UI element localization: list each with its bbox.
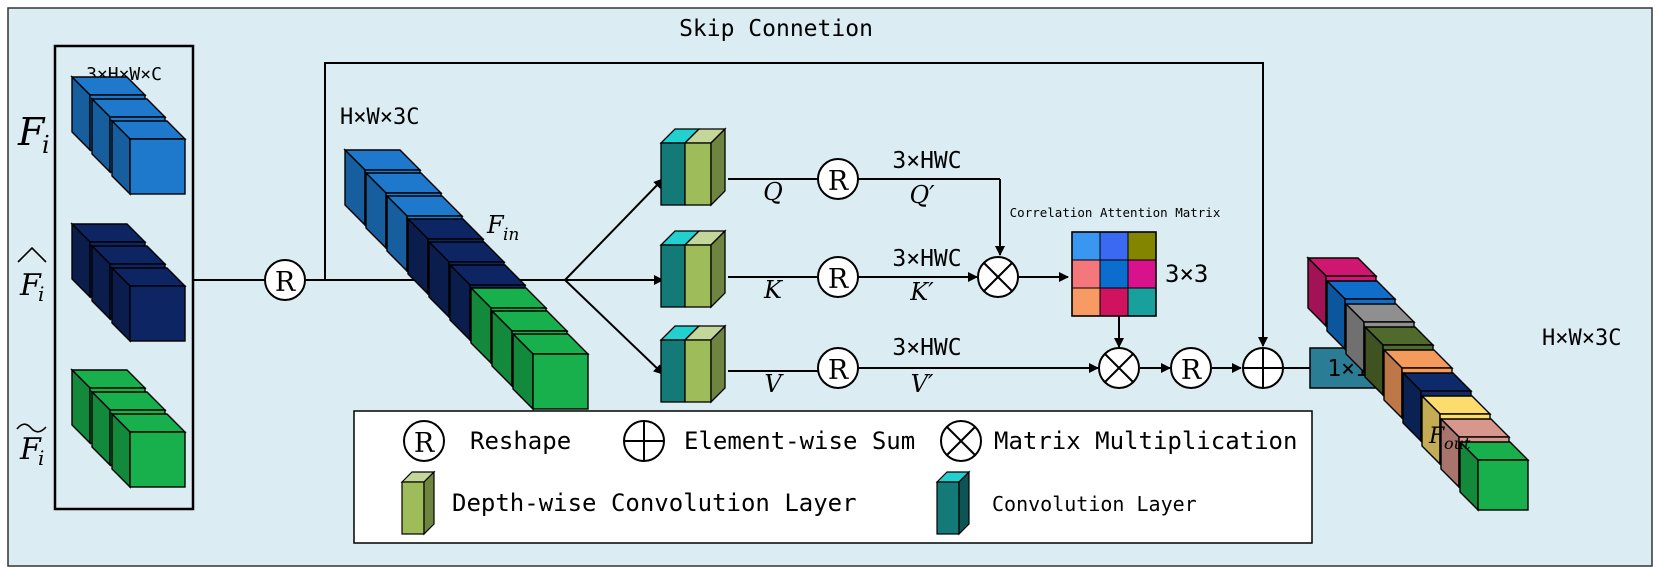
output-cube-9 (1458, 440, 1530, 512)
matmul-op-qk (977, 256, 1019, 298)
svg-text:Q′: Q′ (909, 181, 935, 209)
svg-text:i: i (38, 282, 44, 306)
input-group-box (53, 44, 195, 511)
attention-cell-2-1 (1071, 259, 1101, 289)
attention-matrix-size: 3×3 (1165, 260, 1208, 288)
svg-text:i: i (42, 131, 50, 159)
qkv-conv-blocks (659, 127, 727, 404)
svg-text:K′: K′ (909, 278, 934, 306)
svg-text:K: K (763, 276, 784, 304)
svg-text:Q: Q (763, 178, 783, 206)
svg-text:3×HWC: 3×HWC (892, 148, 961, 174)
legend-elementwise-sum: Element-wise Sum (623, 420, 915, 462)
legend-dwconv-icon (400, 470, 436, 536)
attention-cell-2-2 (1099, 259, 1129, 289)
connection-lines (193, 62, 1427, 375)
svg-text:R: R (1181, 355, 1202, 386)
input-label-fi: F i (17, 110, 50, 159)
svg-text:Convolution Layer: Convolution Layer (992, 492, 1197, 516)
conv-block-v (659, 324, 727, 404)
concat-dims-label: H×W×3C (340, 105, 419, 130)
svg-text:R: R (828, 166, 849, 197)
svg-text:R: R (275, 267, 296, 298)
svg-text:R: R (414, 428, 435, 459)
input-cube-3-3 (110, 412, 187, 489)
elementwise-sum-op (1242, 347, 1284, 389)
concat-cube-9 (511, 332, 590, 411)
svg-text:Reshape: Reshape (470, 427, 571, 455)
matmul-op-v (1098, 347, 1140, 389)
reshape-op-q: R (817, 158, 859, 200)
input-cube-2-3 (110, 266, 187, 343)
concat-feature-stack (343, 148, 590, 411)
svg-text:F: F (486, 211, 505, 239)
output-label-fout: F out (1428, 424, 1471, 453)
svg-text:in: in (503, 225, 519, 245)
conv-block-k (659, 229, 727, 309)
input-label-fi-hat: F i (17, 246, 47, 306)
reshape-op-v: R (817, 347, 859, 389)
svg-text:R: R (828, 264, 849, 295)
attention-cell-3-3 (1127, 287, 1157, 317)
branch-q-labels: Q 3×HWC Q′ (763, 148, 961, 209)
output-dims-label: H×W×3C (1542, 326, 1621, 351)
svg-text:F: F (1428, 424, 1445, 449)
attention-cell-1-1 (1071, 231, 1101, 261)
svg-text:V′: V′ (911, 370, 934, 398)
legend-conv: Convolution Layer (935, 470, 1197, 536)
attention-matrix-title: Correlation Attention Matrix (1010, 205, 1221, 220)
svg-text:i: i (38, 446, 44, 470)
attention-cell-1-3 (1127, 231, 1157, 261)
branch-v-labels: V 3×HWC V′ (764, 335, 961, 398)
input-cube-1-3 (110, 119, 187, 196)
legend-conv-icon (935, 470, 971, 536)
legend-box (353, 410, 1313, 544)
reshape-op-output: R (1170, 347, 1212, 389)
svg-text:R: R (828, 355, 849, 386)
svg-text:F: F (17, 110, 46, 154)
legend-depthwise-conv: Depth-wise Convolution Layer (400, 470, 857, 536)
svg-text:F: F (19, 268, 42, 303)
legend-matrix-multiplication: Matrix Multiplication (940, 420, 1297, 462)
attention-cell-3-2 (1099, 287, 1129, 317)
svg-text:out: out (1444, 434, 1471, 453)
skip-connection-title: Skip Connetion (679, 16, 873, 42)
svg-text:3×HWC: 3×HWC (892, 246, 961, 272)
attention-cell-1-2 (1099, 231, 1129, 261)
svg-text:Element-wise Sum: Element-wise Sum (684, 427, 915, 455)
concat-label-fin: F in (486, 211, 519, 245)
svg-text:Matrix Multiplication: Matrix Multiplication (994, 427, 1297, 455)
attention-cell-3-1 (1071, 287, 1101, 317)
svg-text:V: V (764, 370, 784, 398)
input-label-fi-tilde: F i (16, 423, 47, 470)
branch-k-labels: K 3×HWC K′ (763, 246, 962, 306)
svg-text:3×HWC: 3×HWC (892, 335, 961, 361)
attention-cell-2-3 (1127, 259, 1157, 289)
output-feature-stack (1306, 256, 1530, 512)
svg-text:F: F (19, 432, 42, 467)
input-feature-stacks (70, 75, 187, 489)
svg-text:Depth-wise Convolution Layer: Depth-wise Convolution Layer (452, 489, 857, 517)
reshape-op-k: R (817, 256, 859, 298)
attention-matrix (1071, 231, 1157, 317)
reshape-op-input: R (264, 259, 306, 301)
conv-block-q (659, 127, 727, 207)
legend-reshape: R Reshape (403, 420, 571, 462)
